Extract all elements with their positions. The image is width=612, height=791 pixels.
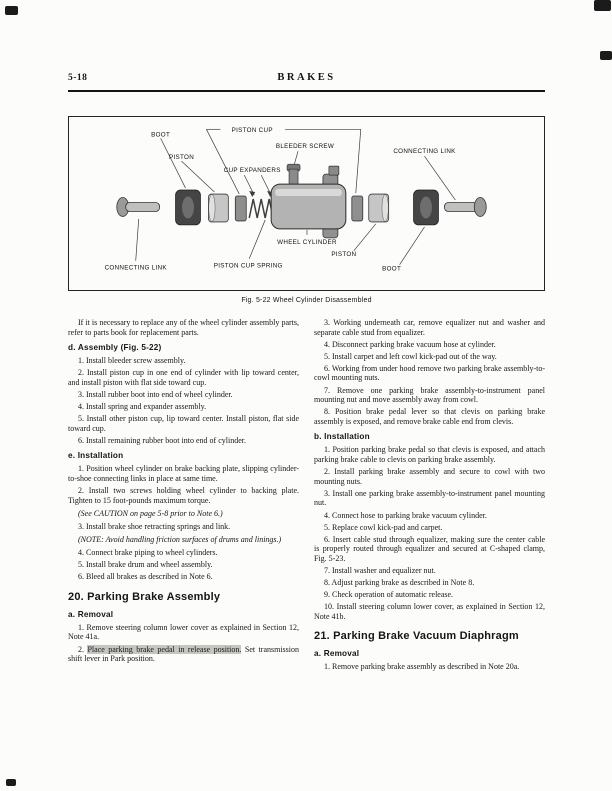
part-boot-left <box>175 189 201 226</box>
step-rest: Set transmission shift lever in Park pos… <box>68 644 300 664</box>
installation-step: 3. Install brake shoe retracting springs… <box>78 521 231 531</box>
part-piston-left <box>208 193 229 223</box>
assembly-step: 4. Install spring and expander assembly. <box>78 402 207 412</box>
installation-step: 1. Position wheel cylinder on brake back… <box>68 464 299 484</box>
heading-removal: a. Removal <box>68 609 114 619</box>
wheel-cylinder-diagram: BOOT PISTON PISTON CUP CUP EXPANDERS BLE… <box>105 127 487 273</box>
figure-caption: Fig. 5-22 Wheel Cylinder Disassembled <box>241 297 372 304</box>
installation-step: 7. Install washer and equalizer nut. <box>324 565 436 575</box>
installation-step: 4. Connect brake piping to wheel cylinde… <box>78 548 218 558</box>
part-connecting-link-left <box>116 197 161 217</box>
removal-step: 1. Remove steering column lower cover as… <box>68 622 299 642</box>
part-wheel-cylinder <box>270 163 347 239</box>
part-boot-right <box>413 189 439 226</box>
installation-step: 5. Replace cowl kick-pad and carpet. <box>324 522 443 532</box>
installation-step: 3. Install one parking brake assembly-to… <box>314 488 545 508</box>
label-wheel-cylinder: WHEEL CYLINDER <box>277 239 337 246</box>
installation-step: 2. Install two screws holding wheel cyli… <box>68 486 299 505</box>
part-connecting-link-right <box>444 197 487 217</box>
page-content: 5-18 BRAKES <box>68 72 545 675</box>
handling-note: (NOTE: Avoid handling friction surfaces … <box>78 535 282 544</box>
removal-step: 4. Disconnect parking brake vacuum hose … <box>324 339 496 349</box>
label-piston-right: PISTON <box>331 251 356 258</box>
installation-step: 6. Bleed all brakes as described in Note… <box>78 572 213 582</box>
installation-step: 2. Install parking brake assembly and se… <box>314 467 545 486</box>
heading-assembly: d. Assembly (Fig. 5-22) <box>68 343 162 353</box>
removal-step: 1. Remove parking brake assembly as desc… <box>324 662 520 672</box>
heading-section-21: 21. Parking Brake Vacuum Diaphragm <box>314 630 519 643</box>
page-number: 5-18 <box>68 73 88 83</box>
scan-artifact-bottom-left <box>6 779 16 786</box>
removal-step: 5. Install carpet and left cowl kick-pad… <box>324 351 497 361</box>
label-boot-left: BOOT <box>151 131 170 138</box>
label-bleeder-screw: BLEEDER SCREW <box>276 143 334 150</box>
installation-step: 4. Connect hose to parking brake vacuum … <box>324 510 487 520</box>
highlighted-text: Place parking brake pedal in release pos… <box>87 644 242 654</box>
installation-step: 8. Adjust parking brake as described in … <box>324 578 475 588</box>
page-title: BRAKES <box>277 72 336 83</box>
installation-step: 5. Install brake drum and wheel assembly… <box>78 560 213 570</box>
scan-artifact-top-right <box>594 0 611 11</box>
scan-artifact-right <box>600 51 612 60</box>
part-piston-right <box>368 193 390 223</box>
assembly-step: 6. Install remaining rubber boot into en… <box>78 435 246 445</box>
removal-step: 8. Position brake pedal lever so that cl… <box>314 407 545 426</box>
left-column: If it is necessary to replace any of the… <box>68 318 299 675</box>
right-column: 3. Working underneath car, remove equali… <box>314 318 545 675</box>
removal-step: 3. Working underneath car, remove equali… <box>314 318 545 337</box>
installation-step: 10. Install steering column lower cover,… <box>314 602 545 621</box>
body-columns: If it is necessary to replace any of the… <box>68 318 545 675</box>
heading-installation-b: b. Installation <box>314 432 370 442</box>
removal-step: 6. Working from under hood remove two pa… <box>314 363 545 383</box>
page-header: 5-18 BRAKES <box>68 72 545 92</box>
part-piston-cup-right <box>351 195 364 222</box>
intro-paragraph: If it is necessary to replace any of the… <box>68 318 299 337</box>
label-piston-cup-spring: PISTON CUP SPRING <box>214 263 283 270</box>
removal-step: 2. Place parking brake pedal in release … <box>68 644 300 664</box>
label-cup-expanders: CUP EXPANDERS <box>224 167 281 174</box>
assembly-step: 1. Install bleeder screw assembly. <box>78 356 186 366</box>
assembly-step: 5. Install other piston cup, lip toward … <box>68 414 299 433</box>
removal-step: 7. Remove one parking brake assembly-to-… <box>314 385 545 405</box>
step-prefix: 2. <box>78 644 88 654</box>
installation-step: 6. Insert cable stud through equalizer, … <box>314 534 545 563</box>
label-boot-right: BOOT <box>382 266 401 273</box>
assembly-step: 3. Install rubber boot into end of wheel… <box>78 389 233 399</box>
figure-5-22: BOOT PISTON PISTON CUP CUP EXPANDERS BLE… <box>68 116 545 305</box>
leader-lines <box>135 128 456 265</box>
part-piston-cup-left <box>234 195 247 222</box>
assembly-step: 2. Install piston cup in one end of cyli… <box>68 368 299 387</box>
arrowhead <box>249 191 256 198</box>
heading-section-20: 20. Parking Brake Assembly <box>68 590 221 603</box>
label-connecting-link-left: CONNECTING LINK <box>105 265 168 272</box>
label-piston-left: PISTON <box>169 154 194 161</box>
installation-step: 1. Position parking brake pedal so that … <box>314 445 545 465</box>
figure-frame: BOOT PISTON PISTON CUP CUP EXPANDERS BLE… <box>68 116 545 291</box>
installation-step: 9. Check operation of automatic release. <box>324 590 454 600</box>
scan-artifact-top-left <box>5 6 18 15</box>
heading-removal-21: a. Removal <box>314 649 360 659</box>
label-connecting-link-right: CONNECTING LINK <box>393 148 456 155</box>
caution-note: (See CAUTION on page 5-8 prior to Note 6… <box>78 508 223 518</box>
heading-installation: e. Installation <box>68 451 124 461</box>
label-piston-cup: PISTON CUP <box>232 127 273 134</box>
